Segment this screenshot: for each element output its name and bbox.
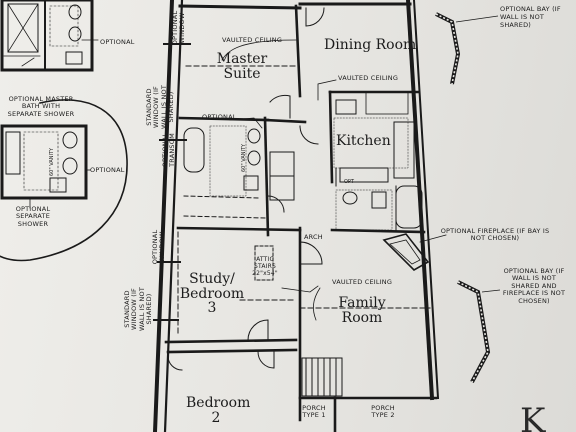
note-vaulted-master: VAULTED CEILING [222, 36, 283, 44]
porch-steps [301, 357, 343, 397]
note-vaulted-family: VAULTED CEILING [332, 278, 393, 286]
note-optional-transom: OPTIONAL TRANSOM [161, 132, 177, 168]
note-vanity-master: 60" VANITY [241, 143, 247, 172]
exterior-walls [152, 0, 440, 432]
note-optional-fireplace: OPTIONAL FIREPLACE (IF BAY IS NOT CHOSEN… [440, 227, 550, 243]
kitchen-fixtures [333, 91, 423, 231]
optional-bay-top [435, 12, 499, 85]
note-optional-bath: OPTIONAL [202, 113, 237, 121]
note-attic-stairs: ATTIC STAIRS 22"x54" [252, 256, 278, 277]
room-family: Family Room [338, 295, 386, 326]
note-optional-window-top: OPTIONAL WINDOW [171, 10, 187, 46]
note-porch-type-1: PORCH TYPE 1 [302, 404, 326, 420]
room-dining: Dining Room [324, 37, 417, 53]
note-vaulted-kitchen: VAULTED CEILING [338, 74, 399, 82]
room-bedroom2: Bedroom 2 [186, 395, 251, 426]
leader-lines [221, 39, 447, 321]
note-optional-top: OPTIONAL [100, 38, 135, 46]
master-bath-fixtures [183, 125, 295, 219]
inset-optional-bath [0, 0, 99, 72]
note-optional-separate-shower: OPTIONAL SEPARATE SHOWER [15, 205, 51, 228]
note-vanity-inset: 60" VANITY [49, 147, 55, 176]
vaulted-lines [177, 65, 431, 337]
note-optional-bay-top: OPTIONAL BAY (IF WALL IS NOT SHARED) [500, 5, 561, 29]
note-arch: ARCH [304, 233, 323, 241]
optional-fireplace [382, 233, 430, 271]
optional-bay-right [457, 280, 501, 383]
note-optional-window-mid: OPTIONAL WINDOW [151, 229, 167, 265]
note-porch-type-2: PORCH TYPE 2 [371, 404, 395, 420]
note-optional-bay-right: OPTIONAL BAY (IF WALL IS NOT SHARED AND … [502, 267, 566, 305]
note-optional-mid: OPTIONAL [90, 166, 125, 174]
brand-letter: K [520, 401, 546, 432]
note-opt: OPT [344, 179, 355, 185]
left-wall-windows [153, 43, 191, 321]
room-kitchen: Kitchen [336, 133, 391, 149]
note-optional-master-bath: OPTIONAL MASTER BATH WITH SEPARATE SHOWE… [7, 95, 75, 118]
attic-stairs-outline [254, 245, 274, 281]
room-master: Master Suite [216, 51, 268, 82]
note-standard-window-bottom: STANDARD WINDOW (IF WALL IS NOT SHARED) [123, 286, 154, 332]
room-study: Study/ Bedroom 3 [179, 271, 245, 317]
inset-master-bath [0, 99, 128, 262]
door-swings [167, 7, 325, 371]
